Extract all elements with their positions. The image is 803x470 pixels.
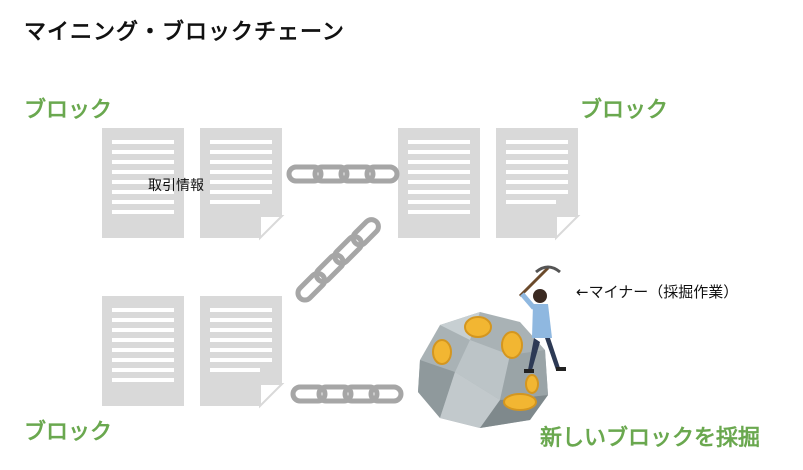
block-label-bottom-left: ブロック [24,420,113,445]
rock-with-coins-illustration [418,312,548,428]
block-top-right [398,127,579,239]
block-bottom-left [102,295,283,407]
chain-icon-bottom [293,387,401,401]
block-label-top-right: ブロック [580,98,669,123]
miner-label: ←マイナー（採掘作業） [576,283,739,301]
document-icon [199,295,283,407]
miner-illustration [518,265,566,373]
document-icon [199,127,283,239]
chain-icon-top [289,167,397,181]
document-icon [495,127,579,239]
document-icon [102,296,184,406]
new-block-label: 新しいブロックを採掘 [540,426,761,451]
block-label-top-left: ブロック [24,98,113,123]
transaction-info-label: 取引情報 [148,178,204,194]
chain-icon-diagonal [295,217,381,303]
page-title: マイニング・ブロックチェーン [24,20,345,45]
document-icon [398,128,480,238]
